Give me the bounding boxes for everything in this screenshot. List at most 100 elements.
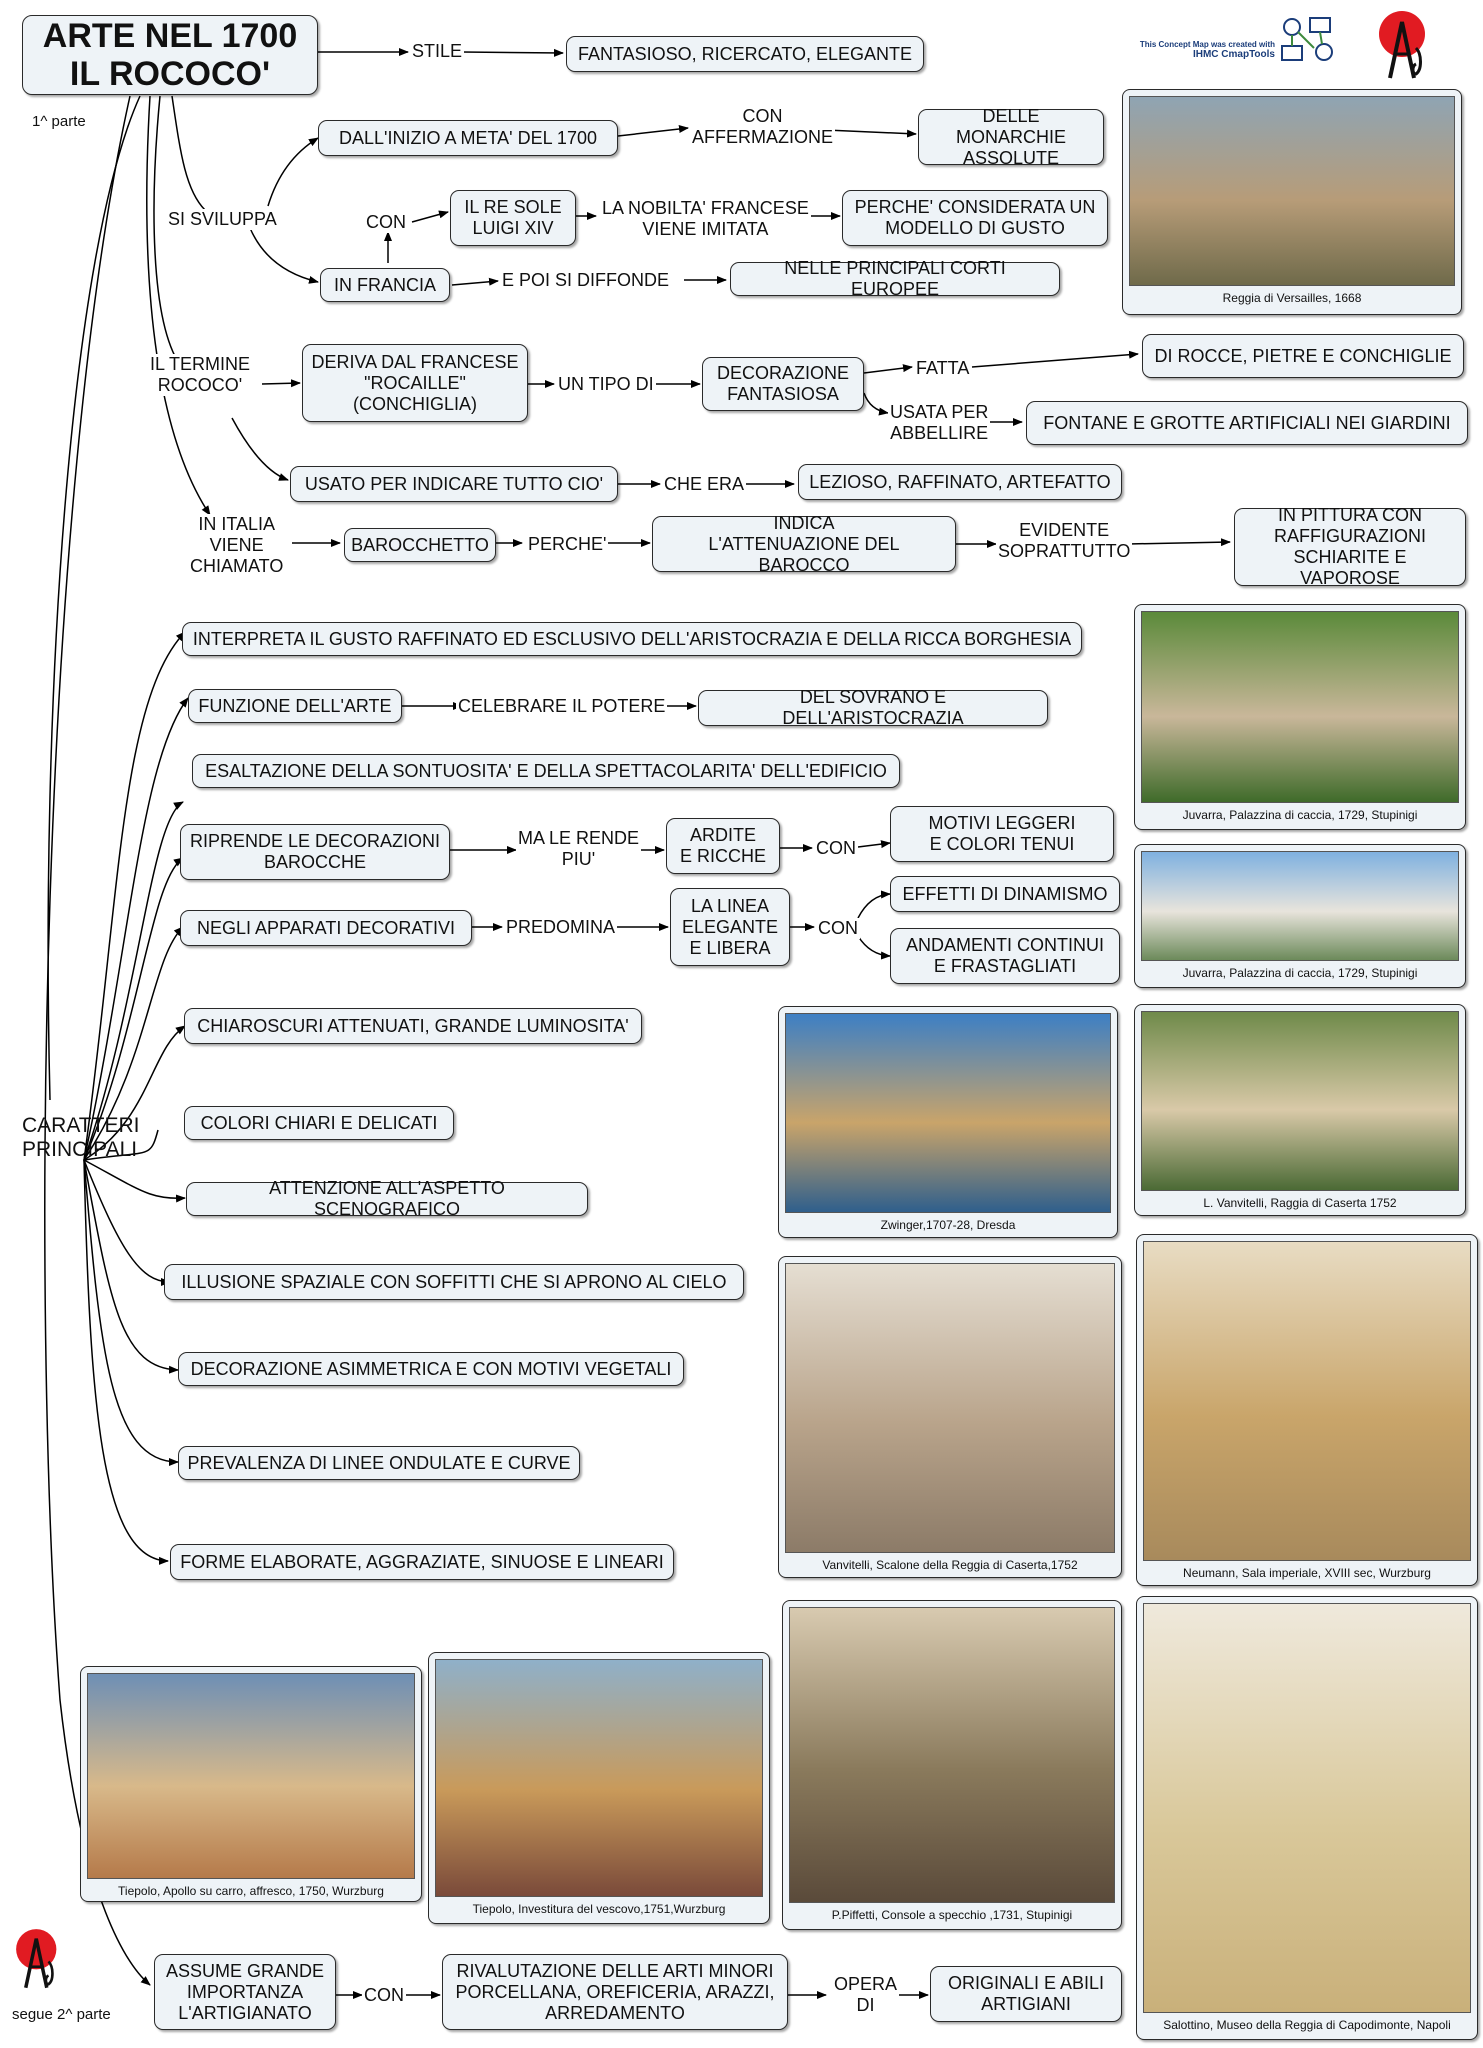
photo-tiepolo-apollo — [87, 1673, 415, 1879]
node-linea[interactable]: LA LINEA ELEGANTE E LIBERA — [670, 888, 790, 966]
node-funzione[interactable]: FUNZIONE DELL'ARTE — [188, 689, 402, 723]
node-forme[interactable]: FORME ELABORATE, AGGRAZIATE, SINUOSE E L… — [170, 1544, 674, 1580]
node-scenografico[interactable]: ATTENZIONE ALL'ASPETTO SCENOGRAFICO — [186, 1178, 588, 1219]
link-con-linea: CON — [816, 918, 860, 939]
link-perche: PERCHE' — [526, 534, 609, 555]
node-apparati[interactable]: NEGLI APPARATI DECORATIVI — [180, 910, 472, 946]
node-colori[interactable]: COLORI CHIARI E DELICATI — [184, 1106, 454, 1140]
image-caserta: L. Vanvitelli, Raggia di Caserta 1752 — [1134, 1004, 1466, 1216]
photo-caserta — [1141, 1011, 1459, 1191]
link-evidente: EVIDENTE SOPRATTUTTO — [996, 520, 1133, 562]
caption-versailles: Reggia di Versailles, 1668 — [1222, 291, 1362, 305]
caption-piffetti: P.Piffetti, Console a specchio ,1731, St… — [831, 1908, 1073, 1922]
link-si-sviluppa: SI SVILUPPA — [166, 209, 279, 230]
node-illusione[interactable]: ILLUSIONE SPAZIALE CON SOFFITTI CHE SI A… — [164, 1264, 744, 1300]
node-riprende[interactable]: RIPRENDE LE DECORAZIONI BAROCCHE — [180, 824, 450, 880]
image-zwinger: Zwinger,1707-28, Dresda — [778, 1006, 1118, 1238]
node-asimmetrica[interactable]: DECORAZIONE ASIMMETRICA E CON MOTIVI VEG… — [178, 1352, 684, 1386]
node-effetti[interactable]: EFFETTI DI DINAMISMO — [890, 876, 1120, 912]
image-salottino: Salottino, Museo della Reggia di Capodim… — [1136, 1596, 1478, 2040]
node-usato[interactable]: USATO PER INDICARE TUTTO CIO' — [290, 466, 618, 502]
image-scalone: Vanvitelli, Scalone della Reggia di Case… — [778, 1256, 1122, 1578]
link-che-era: CHE ERA — [662, 474, 747, 495]
image-stupinigi-1: Juvarra, Palazzina di caccia, 1729, Stup… — [1134, 604, 1466, 830]
main-title-node[interactable]: ARTE NEL 1700 IL ROCOCO' — [22, 15, 318, 95]
node-modello[interactable]: PERCHE' CONSIDERATA UN MODELLO DI GUSTO — [842, 190, 1108, 246]
caption-neumann: Neumann, Sala imperiale, XVIII sec, Wurz… — [1183, 1566, 1431, 1580]
node-rocce[interactable]: DI ROCCE, PIETRE E CONCHIGLIE — [1142, 334, 1464, 378]
photo-zwinger — [785, 1013, 1111, 1213]
author-logo-icon — [1379, 11, 1425, 79]
link-celebrare: CELEBRARE IL POTERE — [456, 696, 668, 717]
link-stile: STILE — [410, 41, 465, 62]
photo-tiepolo-investitura — [435, 1659, 763, 1897]
node-sovrano[interactable]: DEL SOVRANO E DELL'ARISTOCRAZIA — [698, 687, 1048, 728]
image-neumann: Neumann, Sala imperiale, XVIII sec, Wurz… — [1136, 1234, 1478, 1586]
image-tiepolo-apollo: Tiepolo, Apollo su carro, affresco, 1750… — [80, 1666, 422, 1902]
node-pittura[interactable]: IN PITTURA CON RAFFIGURAZIONI SCHIARITE … — [1234, 505, 1466, 588]
photo-piffetti — [789, 1607, 1115, 1903]
caption-tiepolo-investitura: Tiepolo, Investitura del vescovo,1751,Wu… — [472, 1902, 726, 1916]
photo-versailles — [1129, 96, 1455, 286]
cmap-credit-line2: IHMC CmapTools — [1192, 49, 1275, 60]
link-nobilta: LA NOBILTA' FRANCESE VIENE IMITATA — [600, 198, 811, 240]
node-in-francia[interactable]: IN FRANCIA — [320, 268, 450, 302]
link-e-poi: E POI SI DIFFONDE — [500, 270, 672, 291]
link-opera-di: OPERA DI — [832, 1974, 900, 2016]
node-barocchetto[interactable]: BAROCCHETTO — [344, 528, 496, 562]
node-corti[interactable]: NELLE PRINCIPALI CORTI EUROPEE — [730, 258, 1060, 299]
caption-tiepolo-apollo: Tiepolo, Apollo su carro, affresco, 1750… — [118, 1884, 384, 1898]
caption-stupinigi-2: Juvarra, Palazzina di caccia, 1729, Stup… — [1182, 966, 1418, 980]
node-dall-inizio[interactable]: DALL'INIZIO A META' DEL 1700 — [318, 120, 618, 156]
node-arti-minori[interactable]: RIVALUTAZIONE DELLE ARTI MINORI PORCELLA… — [442, 1954, 788, 2030]
image-piffetti: P.Piffetti, Console a specchio ,1731, St… — [782, 1600, 1122, 1930]
node-deriva[interactable]: DERIVA DAL FRANCESE "ROCAILLE" (CONCHIGL… — [302, 344, 528, 422]
author-logo-bottom-icon — [16, 1929, 57, 1989]
link-con-bottom: CON — [362, 1985, 406, 2006]
photo-scalone — [785, 1263, 1115, 1553]
link-usata: USATA PER ABBELLIRE — [888, 402, 991, 444]
link-un-tipo: UN TIPO DI — [556, 374, 656, 395]
cmap-credit-line1: This Concept Map was created with — [1139, 40, 1275, 49]
caption-caserta: L. Vanvitelli, Raggia di Caserta 1752 — [1203, 1196, 1397, 1210]
cmap-credit: This Concept Map was created with IHMC C… — [1100, 40, 1275, 60]
image-stupinigi-2: Juvarra, Palazzina di caccia, 1729, Stup… — [1134, 844, 1466, 988]
photo-stupinigi-2 — [1141, 851, 1459, 961]
photo-salottino — [1143, 1603, 1471, 2013]
caption-stupinigi-1: Juvarra, Palazzina di caccia, 1729, Stup… — [1182, 808, 1418, 822]
node-indica[interactable]: INDICA L'ATTENUAZIONE DEL BAROCCO — [652, 513, 956, 575]
link-predomina: PREDOMINA — [504, 917, 618, 938]
node-ardite[interactable]: ARDITE E RICCHE — [666, 818, 780, 874]
node-monarchie[interactable]: DELLE MONARCHIE ASSOLUTE — [918, 106, 1104, 168]
link-termine: IL TERMINE ROCOCO' — [148, 354, 253, 396]
link-in-italia: IN ITALIA VIENE CHIAMATO — [188, 514, 286, 577]
caption-zwinger: Zwinger,1707-28, Dresda — [880, 1218, 1016, 1232]
node-interpreta[interactable]: INTERPRETA IL GUSTO RAFFINATO ED ESCLUSI… — [182, 622, 1082, 656]
link-ma-le-rende: MA LE RENDE PIU' — [516, 828, 642, 870]
photo-stupinigi-1 — [1141, 611, 1459, 803]
node-motivi[interactable]: MOTIVI LEGGERI E COLORI TENUI — [890, 806, 1114, 862]
caption-scalone: Vanvitelli, Scalone della Reggia di Case… — [822, 1558, 1078, 1572]
photo-neumann — [1143, 1241, 1471, 1561]
node-ondulate[interactable]: PREVALENZA DI LINEE ONDULATE E CURVE — [178, 1446, 580, 1480]
image-versailles: Reggia di Versailles, 1668 — [1122, 89, 1462, 315]
part-note: 1^ parte — [32, 113, 86, 130]
next-part-note: segue 2^ parte — [12, 2006, 111, 2023]
node-chiaroscuri[interactable]: CHIAROSCURI ATTENUATI, GRANDE LUMINOSITA… — [184, 1008, 642, 1044]
link-con-top: CON — [364, 212, 408, 233]
node-andamenti[interactable]: ANDAMENTI CONTINUI E FRASTAGLIATI — [890, 928, 1120, 984]
node-fontane[interactable]: FONTANE E GROTTE ARTIFICIALI NEI GIARDIN… — [1026, 401, 1468, 445]
cmaptools-icon — [1281, 17, 1333, 61]
node-decorazione[interactable]: DECORAZIONE FANTASIOSA — [702, 357, 864, 411]
caption-salottino: Salottino, Museo della Reggia di Capodim… — [1163, 2018, 1451, 2032]
node-artigiani[interactable]: ORIGINALI E ABILI ARTIGIANI — [930, 1966, 1122, 2022]
link-fatta: FATTA — [914, 358, 972, 379]
node-artigianato[interactable]: ASSUME GRANDE IMPORTANZA L'ARTIGIANATO — [154, 1954, 336, 2030]
node-stile-desc[interactable]: FANTASIOSO, RICERCATO, ELEGANTE — [566, 36, 924, 72]
image-tiepolo-investitura: Tiepolo, Investitura del vescovo,1751,Wu… — [428, 1652, 770, 1924]
node-esaltazione[interactable]: ESALTAZIONE DELLA SONTUOSITA' E DELLA SP… — [192, 754, 900, 788]
caratteri-principali-label: CARATTERI PRINCIPALI — [22, 1114, 140, 1161]
node-re-sole[interactable]: IL RE SOLE LUIGI XIV — [450, 190, 576, 246]
node-lezioso[interactable]: LEZIOSO, RAFFINATO, ARTEFATTO — [798, 464, 1122, 500]
